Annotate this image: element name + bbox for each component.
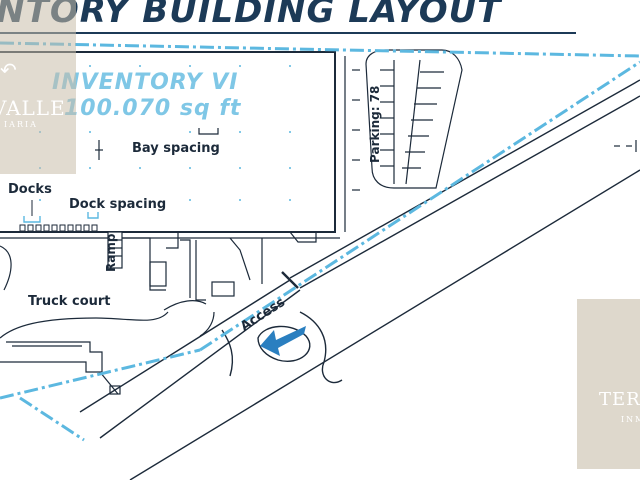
ramp-annex (107, 231, 317, 301)
parking-label: Parking: 78 (368, 85, 382, 163)
bay-spacing-label: Bay spacing (132, 141, 220, 156)
ramp-label: Ramp (104, 233, 118, 272)
watermark-left-sub: IARIA (4, 120, 38, 129)
watermark-left-name: VALLE (0, 96, 66, 120)
dock-spacing-label: Dock spacing (69, 197, 167, 212)
title-rule (0, 32, 576, 34)
parking-lot (352, 49, 463, 191)
watermark-left: ↶ VALLE IARIA (0, 0, 76, 174)
access-arrow (260, 326, 306, 356)
dock-doors (19, 224, 98, 232)
building-footprint (0, 51, 346, 239)
watermark-right: TER INM (577, 299, 640, 469)
truck-court-label: Truck court (28, 294, 111, 309)
page-title: ENTORY BUILDING LAYOUT (0, 0, 502, 31)
property-line (0, 41, 640, 442)
access-road (79, 79, 640, 480)
watermark-right-sub: INM (621, 415, 640, 424)
north-arrow-fragment (614, 140, 637, 152)
dock-dimension (23, 200, 99, 223)
docks-label: Docks (8, 182, 52, 197)
watermark-logo-icon: ↶ (0, 58, 17, 82)
building-area: 100.070 sq ft (64, 96, 242, 121)
watermark-right-name: TER (599, 389, 640, 410)
bay-spacing-dimension (95, 128, 219, 160)
building-name: INVENTORY VI (52, 70, 239, 95)
